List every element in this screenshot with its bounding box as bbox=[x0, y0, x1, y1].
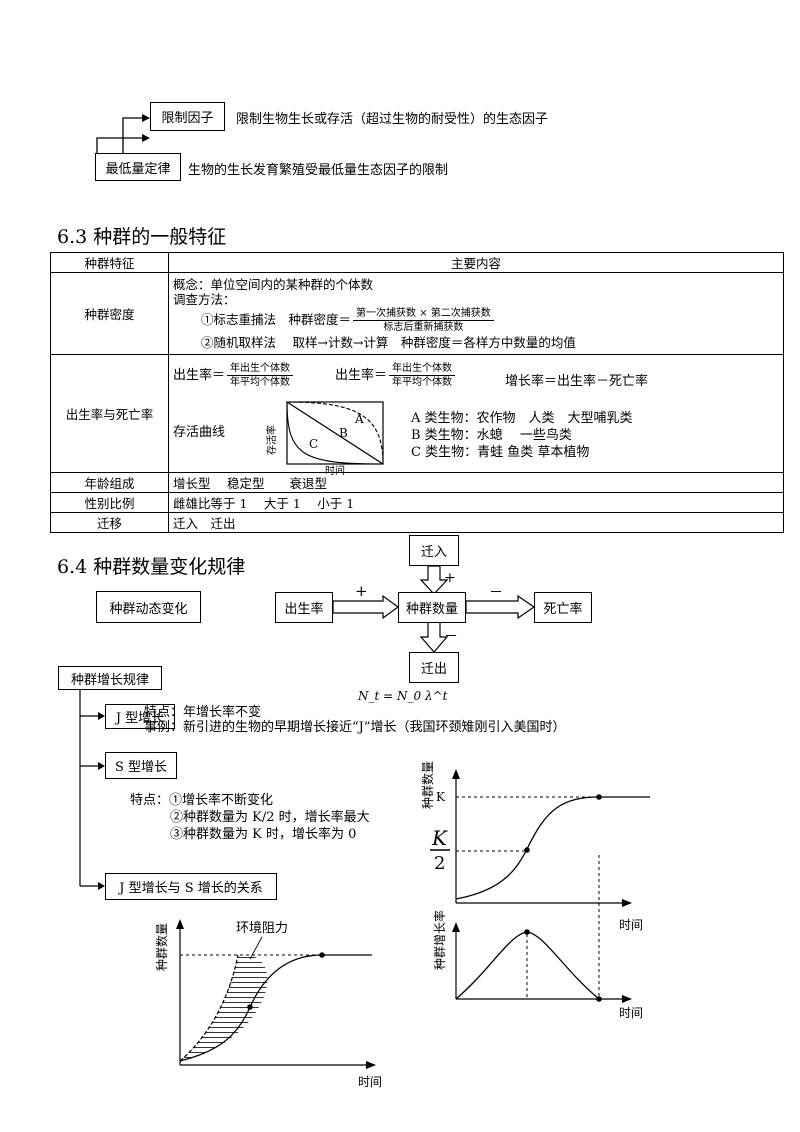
growth-rule-box: 种群增长规律 bbox=[58, 666, 162, 690]
resist-chart-xlabel: 时间 bbox=[358, 1075, 382, 1089]
death-prefix: 出生率＝ bbox=[335, 367, 388, 383]
table-row-age: 年龄组成 增长型 稳定型 衰退型 bbox=[50, 472, 784, 493]
population-features-table: 种群特征 主要内容 种群密度 概念：单位空间内的某种群的个体数 调查方法： ①标… bbox=[50, 252, 784, 533]
k-label: K bbox=[436, 790, 446, 804]
birth-death-label: 出生率与死亡率 bbox=[50, 354, 169, 473]
density-method1: ①标志重捕法 种群密度＝第一次捕获数 × 第二次捕获数标志后重新捕获数 bbox=[173, 307, 779, 334]
birth-prefix: 出生率＝ bbox=[173, 367, 226, 383]
curve-a-label: A bbox=[354, 412, 364, 426]
j-curve bbox=[179, 954, 239, 1062]
rate-chart-xlabel: 时间 bbox=[619, 1006, 643, 1020]
birth-rate-box: 出生率 bbox=[275, 592, 333, 623]
death-num: 年出生个体数 bbox=[389, 362, 456, 376]
type-c-organisms: C 类生物：青蛙 鱼类 草本植物 bbox=[411, 444, 590, 460]
death-fraction: 年出生个体数年平均个体数 bbox=[389, 362, 456, 389]
s-feature-2: ②种群数量为 K/2 时，增长率最大 bbox=[170, 810, 370, 825]
density-fraction: 第一次捕获数 × 第二次捕获数标志后重新捕获数 bbox=[353, 307, 494, 334]
density-concept: 概念：单位空间内的某种群的个体数 bbox=[173, 277, 374, 292]
k-half-num: K bbox=[431, 826, 448, 850]
resist-k-point bbox=[319, 952, 325, 958]
exponential-formula: N_t = N_0 λ^t bbox=[358, 689, 448, 703]
type-a-organisms: A 类生物：农作物 人类 大型哺乳类 bbox=[411, 410, 633, 426]
survival-curve-label: 存活曲线 bbox=[173, 424, 226, 440]
method1-text: ①标志重捕法 种群密度＝ bbox=[201, 312, 352, 327]
death-rate-formula: 出生率＝年出生个体数年平均个体数 bbox=[335, 362, 457, 389]
birth-fraction: 年出生个体数年平均个体数 bbox=[227, 362, 294, 389]
birth-den: 年平均个体数 bbox=[230, 376, 291, 388]
j-growth-feature: 特点：年增长率不变 bbox=[144, 705, 262, 720]
s-chart-xlabel: 时间 bbox=[619, 918, 643, 932]
curve-c bbox=[286, 401, 384, 465]
resist-chart-ylabel: 种群数量 bbox=[154, 923, 169, 971]
curve-b-label: B bbox=[339, 426, 348, 440]
migration-content: 迁入 迁出 bbox=[168, 512, 784, 533]
section-6-4-title: 6.4 种群数量变化规律 bbox=[57, 556, 246, 578]
death-den: 年平均个体数 bbox=[392, 376, 453, 388]
dynamic-change-box: 种群动态变化 bbox=[96, 591, 201, 623]
density-label: 种群密度 bbox=[50, 272, 169, 355]
section-6-3-title: 6.3 种群的一般特征 bbox=[57, 226, 227, 248]
k-half-point bbox=[524, 847, 530, 853]
rate-peak-point bbox=[524, 929, 530, 935]
birth-death-content: 出生率＝年出生个体数年平均个体数 出生率＝年出生个体数年平均个体数 增长率＝出生… bbox=[168, 354, 784, 477]
immigration-box: 迁入 bbox=[409, 535, 459, 566]
j-growth-box: J 型增长 bbox=[105, 704, 175, 729]
growth-rate-chart: 种群增长率 时间 bbox=[432, 855, 643, 1020]
table-row-birth-death: 出生率与死亡率 出生率＝年出生个体数年平均个体数 出生率＝年出生个体数年平均个体… bbox=[50, 354, 784, 477]
density-frac-den: 标志后重新捕获数 bbox=[383, 322, 464, 333]
min-law-desc: 生物的生长发育繁殖受最低量生态因子的限制 bbox=[188, 163, 449, 178]
birth-num: 年出生个体数 bbox=[227, 362, 294, 376]
table-row-migration: 迁移 迁入 迁出 bbox=[50, 512, 784, 533]
curve-b bbox=[286, 400, 384, 465]
rate-chart-ylabel: 种群增长率 bbox=[432, 910, 447, 970]
min-law-box: 最低量定律 bbox=[95, 153, 181, 181]
s-curve bbox=[455, 796, 650, 900]
density-content: 概念：单位空间内的某种群的个体数 调查方法： ①标志重捕法 种群密度＝第一次捕获… bbox=[168, 272, 784, 355]
minus-sign-emigration: － bbox=[444, 629, 458, 645]
curve-c-label: C bbox=[309, 437, 318, 451]
resistance-annotation: 环境阻力 bbox=[236, 921, 288, 936]
j-s-relation-box: J 型增长与 S 增长的关系 bbox=[105, 873, 277, 900]
survival-xlabel: 时间 bbox=[325, 464, 345, 477]
population-box: 种群数量 bbox=[398, 592, 466, 623]
type-b-organisms: B 类生物：水螅 一些鸟类 bbox=[411, 427, 572, 443]
resist-midpoint bbox=[247, 1004, 253, 1010]
density-frac-num: 第一次捕获数 × 第二次捕获数 bbox=[353, 307, 494, 321]
plus-sign-birth: + bbox=[355, 582, 368, 600]
plus-sign-immigration: + bbox=[444, 570, 456, 586]
density-method-title: 调查方法： bbox=[173, 292, 236, 307]
density-method2: ②随机取样法 取样→计数→计算 种群密度＝各样方中数量的均值 bbox=[201, 335, 576, 350]
limit-factor-desc: 限制生物生长或存活（超过生物的耐受性）的生态因子 bbox=[236, 112, 549, 127]
rate-zero-point bbox=[596, 996, 602, 1002]
s-feature-3: ③种群数量为 K 时，增长率为 0 bbox=[170, 827, 357, 842]
resistance-area bbox=[180, 955, 268, 1061]
curve-a bbox=[286, 400, 384, 464]
rule-tree-lines bbox=[79, 690, 105, 890]
growth-rate-formula: 增长率＝出生率－死亡率 bbox=[505, 373, 649, 389]
environmental-resistance-chart: 种群数量 环境阻力 时间 bbox=[154, 919, 382, 1089]
s-feature-1: 特点：①增长率不断变化 bbox=[130, 793, 274, 808]
death-rate-box: 死亡率 bbox=[534, 592, 592, 623]
limit-factor-box: 限制因子 bbox=[150, 102, 225, 131]
s-growth-box: S 型增长 bbox=[105, 752, 177, 779]
j-growth-example: 事例：新引进的生物的早期增长接近“J”增长（我国环颈雉刚引入美国时） bbox=[144, 720, 566, 735]
birth-rate-formula: 出生率＝年出生个体数年平均个体数 bbox=[173, 362, 295, 389]
survival-curve-chart: 存活率 A B C 时间 bbox=[265, 400, 384, 477]
s-chart-ylabel: 种群数量 bbox=[420, 761, 435, 809]
table-row-density: 种群密度 概念：单位空间内的某种群的个体数 调查方法： ①标志重捕法 种群密度＝… bbox=[50, 272, 784, 355]
migration-label: 迁移 bbox=[50, 512, 169, 533]
s-curve-chart: 种群数量 K K 2 时间 bbox=[420, 761, 650, 932]
table-row-sex: 性别比例 雌雄比等于 1 大于 1 小于 1 bbox=[50, 492, 784, 513]
k-half-den: 2 bbox=[434, 853, 445, 874]
birth-death-inner: 出生率＝年出生个体数年平均个体数 出生率＝年出生个体数年平均个体数 增长率＝出生… bbox=[173, 356, 779, 477]
population-flow-arrows bbox=[332, 565, 536, 653]
survival-ylabel: 存活率 bbox=[265, 425, 278, 455]
top-arrows bbox=[96, 114, 150, 155]
k-point bbox=[596, 794, 602, 800]
emigration-box: 迁出 bbox=[409, 652, 459, 683]
minus-sign-death: － bbox=[489, 585, 503, 601]
